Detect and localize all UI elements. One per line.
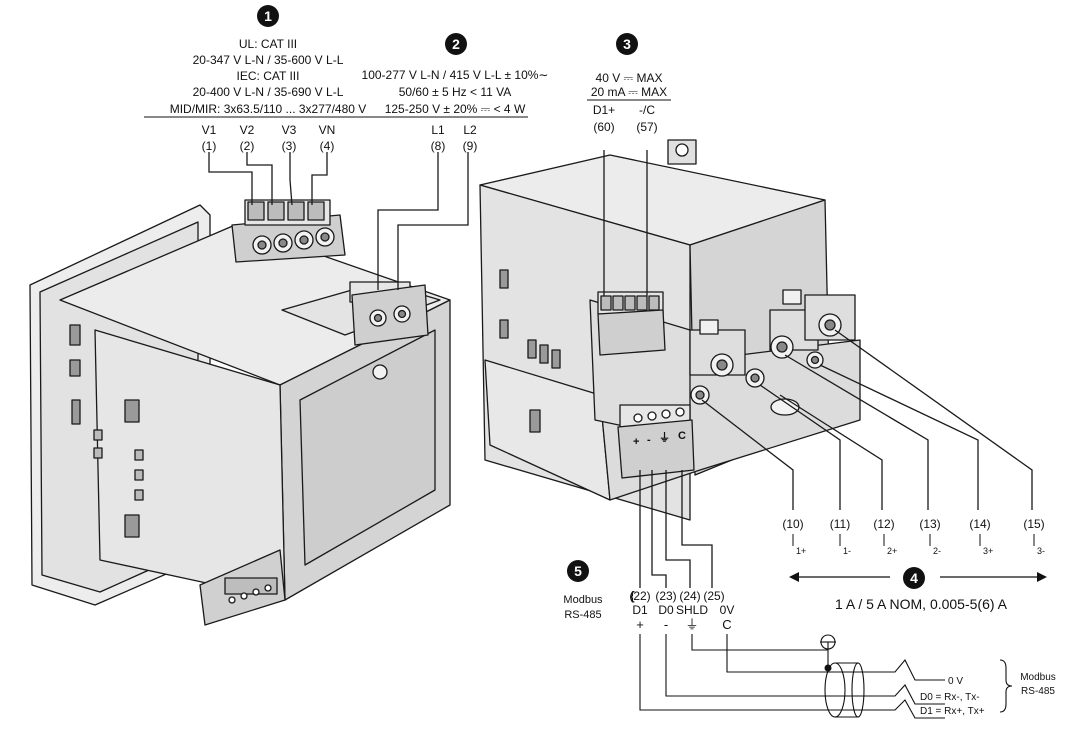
voltage-spec-block: UL: CAT III 20-347 V L-N / 35-600 V L-L …: [144, 37, 392, 153]
connector-mark-c: C: [678, 430, 686, 442]
current-sub-3minus: 3-: [1037, 546, 1045, 556]
current-pin-15: (15): [1023, 517, 1044, 531]
modbus-title-line: Modbus: [563, 594, 603, 606]
voltage-label-v3: V3: [282, 123, 297, 137]
modbus-labels: Modbus RS-485 { (22) (23) (24) (25) D1 D…: [563, 589, 734, 632]
connector-mark-minus: -: [647, 434, 651, 446]
modbus-name-d0: D0: [658, 603, 674, 617]
voltage-spec-line: 20-347 V L-N / 35-600 V L-L: [193, 53, 344, 67]
modbus-sign-c: C: [722, 617, 731, 632]
modbus-name-shld: SHLD: [676, 603, 708, 617]
voltage-pin-3: (3): [282, 139, 297, 153]
voltage-label-vn: VN: [319, 123, 336, 137]
voltage-spec-line: IEC: CAT III: [237, 69, 300, 83]
cable-labels: 0 V D0 = Rx-, Tx- D1 = Rx+, Tx+ Modbus R…: [920, 672, 1056, 717]
digital-output-pin-60: (60): [593, 120, 614, 134]
modbus-pin-22: (22): [629, 589, 650, 603]
modbus-cable-schematic: [639, 634, 1013, 719]
power-leader-wires: [377, 152, 469, 290]
current-rating-text: 1 A / 5 A NOM, 0.005-5(6) A: [835, 596, 1008, 612]
modbus-pin-25: (25): [703, 589, 724, 603]
digital-output-label-d1plus: D1+: [593, 103, 615, 117]
modbus-name-d1: D1: [632, 603, 648, 617]
voltage-pin-4: (4): [320, 139, 335, 153]
marker-5: 5: [567, 560, 589, 582]
current-pin-10: (10): [782, 517, 803, 531]
marker-2-number: 2: [452, 36, 460, 52]
modbus-connector-marks: + - ⏚ C: [633, 430, 686, 448]
marker-2: 2: [445, 33, 467, 55]
cable-label-d1: D1 = Rx+, Tx+: [920, 706, 985, 717]
voltage-leader-wires: [208, 152, 328, 206]
power-spec-line: 100-277 V L-N / 415 V L-L ± 10%∼: [362, 68, 549, 82]
current-input-leader-wires: [701, 329, 1033, 510]
voltage-spec-line: UL: CAT III: [239, 37, 297, 51]
marker-1: 1: [257, 5, 279, 27]
current-sub-2plus: 2+: [887, 546, 897, 556]
digital-output-spec-line: 20 mA ⎓ MAX: [591, 85, 667, 99]
marker-3-number: 3: [623, 36, 631, 52]
connector-mark-shield: ⏚: [659, 431, 670, 444]
voltage-pin-1: (1): [202, 139, 217, 153]
digital-output-spec-line: 40 V ⎓ MAX: [596, 71, 663, 85]
power-pin-8: (8): [431, 139, 446, 153]
modbus-sign-plus: +: [636, 617, 644, 632]
marker-3: 3: [616, 33, 638, 55]
power-spec-line: 125-250 V ± 20% ⎓ < 4 W: [385, 102, 526, 116]
digital-output-pin-57: (57): [636, 120, 657, 134]
modbus-pin-23: (23): [655, 589, 676, 603]
current-pin-14: (14): [969, 517, 990, 531]
voltage-label-v1: V1: [202, 123, 217, 137]
power-label-l1: L1: [431, 123, 445, 137]
modbus-title-line: RS-485: [564, 609, 601, 621]
right-meter-illustration: [479, 139, 861, 521]
power-spec-line: 50/60 ± 5 Hz < 11 VA: [399, 85, 512, 99]
modbus-leader-wires: [639, 470, 713, 588]
connector-mark-plus: +: [633, 436, 639, 448]
current-sub-1minus: 1-: [843, 546, 851, 556]
marker-4: 4: [903, 567, 925, 589]
modbus-sign-minus: -: [664, 617, 668, 632]
current-range-arrow: [789, 572, 1047, 582]
cable-label-0v: 0 V: [948, 676, 963, 687]
cable-label-d0: D0 = Rx-, Tx-: [920, 692, 980, 703]
marker-5-number: 5: [574, 563, 582, 579]
voltage-spec-line: 20-400 V L-N / 35-690 V L-L: [193, 85, 344, 99]
voltage-spec-line: MID/MIR: 3x63.5/110 ... 3x277/480 V: [170, 102, 367, 116]
modbus-brace: {: [630, 589, 635, 603]
current-pin-13: (13): [919, 517, 940, 531]
current-sub-1plus: 1+: [796, 546, 806, 556]
current-pin-12: (12): [873, 517, 894, 531]
marker-1-number: 1: [264, 8, 272, 24]
power-spec-block: 100-277 V L-N / 415 V L-L ± 10%∼ 50/60 ±…: [362, 68, 549, 153]
current-sub-2minus: 2-: [933, 546, 941, 556]
shield-ground-icon: ⏚: [685, 617, 698, 632]
voltage-pin-2: (2): [240, 139, 255, 153]
voltage-label-v2: V2: [240, 123, 255, 137]
digital-output-spec-block: 40 V ⎓ MAX 20 mA ⎓ MAX D1+ -/C (60) (57): [587, 71, 671, 134]
power-pin-9: (9): [463, 139, 478, 153]
power-label-l2: L2: [463, 123, 477, 137]
bus-label-line: RS-485: [1021, 686, 1055, 697]
current-sub-3plus: 3+: [983, 546, 993, 556]
left-meter-illustration: [29, 199, 451, 626]
marker-4-number: 4: [910, 570, 918, 586]
current-input-labels: (10) (11) (12) (13) (14) (15) 1+ 1- 2+ 2…: [782, 517, 1047, 612]
digital-output-label-minus-c: -/C: [639, 103, 655, 117]
bus-label-line: Modbus: [1020, 672, 1056, 683]
digital-output-leader-wires: [603, 150, 648, 296]
modbus-name-0v: 0V: [720, 603, 735, 617]
modbus-pin-24: (24): [679, 589, 700, 603]
shield-junction-dot: [824, 664, 832, 672]
current-pin-11: (11): [830, 517, 850, 531]
